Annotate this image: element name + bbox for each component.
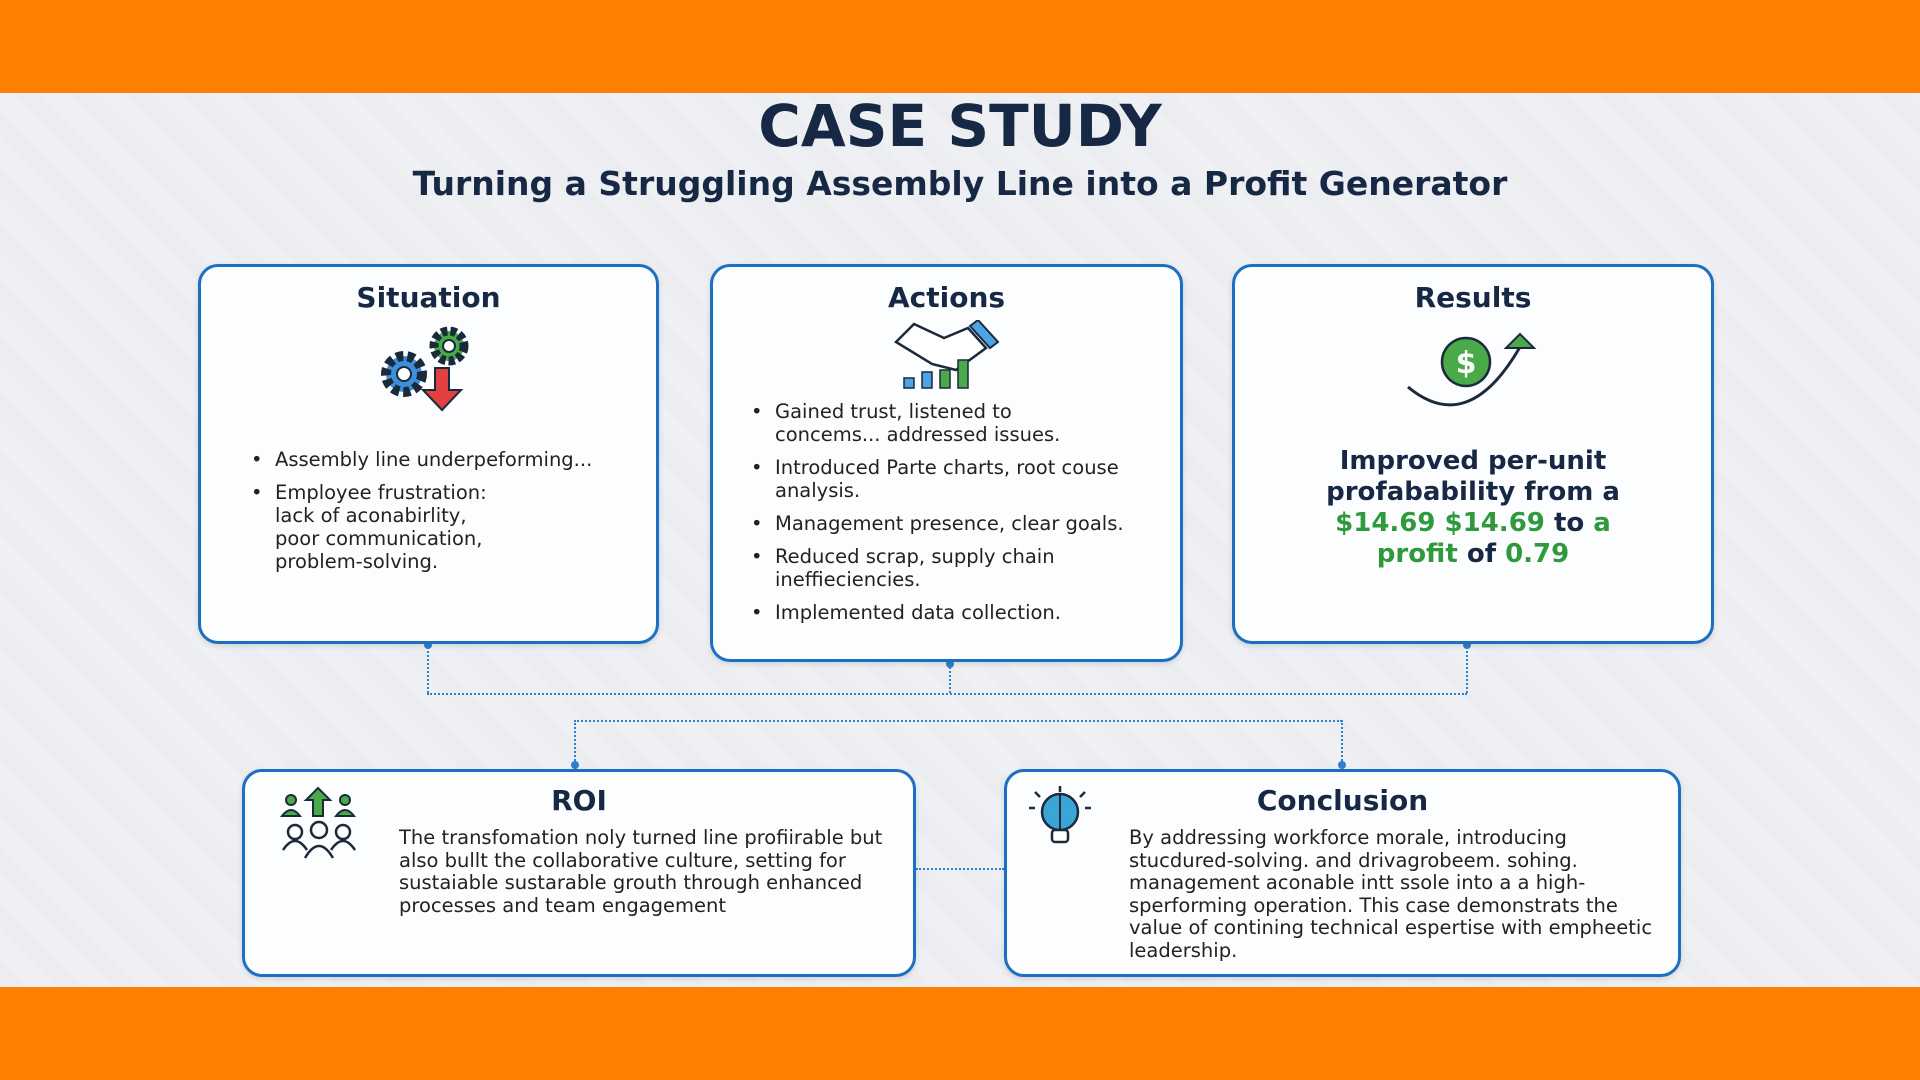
roi-card: ROI The transfomation noly turned line p…	[242, 769, 916, 977]
connector	[1341, 720, 1343, 769]
actions-bullet: Implemented data collection.	[745, 601, 1168, 624]
team-growth-icon	[279, 786, 357, 859]
actions-bullet: Gained trust, listened to concems... add…	[745, 400, 1075, 446]
dollar-growth-icon: $	[1407, 332, 1537, 407]
handshake-chart-icon	[893, 320, 999, 389]
top-banner	[0, 0, 1920, 93]
actions-bullet: Introduced Parte charts, root couse anal…	[745, 456, 1168, 502]
connector-dot	[1463, 641, 1471, 649]
actions-heading: Actions	[887, 281, 1006, 314]
svg-text:$: $	[1456, 346, 1477, 381]
conclusion-card: Conclusion By addressing workforce moral…	[1004, 769, 1681, 977]
situation-bullet: Assembly line underpeforming...	[245, 448, 656, 471]
results-card: Results $ Improved per-unit profababilit…	[1232, 264, 1714, 644]
results-of: of	[1466, 539, 1497, 569]
connector	[574, 720, 1342, 722]
connector	[574, 720, 576, 769]
connector-dot	[571, 761, 579, 769]
connector-dot	[1338, 761, 1346, 769]
roi-heading: ROI	[551, 784, 607, 817]
actions-card: Actions Gained trust, listened to concem…	[710, 264, 1183, 662]
results-amount-before: $14.69 $14.69	[1335, 508, 1545, 538]
connector	[916, 868, 1004, 870]
results-heading: Results	[1414, 281, 1532, 314]
page-subtitle: Turning a Struggling Assembly Line into …	[412, 164, 1508, 203]
connector	[427, 693, 1467, 695]
connector-dot	[424, 641, 432, 649]
results-text: Improved per-unit profabability from a	[1326, 446, 1620, 507]
results-profit: profit	[1376, 539, 1458, 569]
actions-bullet: Management presence, clear goals.	[745, 512, 1168, 535]
connector	[1466, 644, 1468, 693]
situation-bullet: Employee frustration: lack of aconabirli…	[245, 481, 505, 573]
results-amount-after: 0.79	[1505, 539, 1570, 569]
actions-bullet: Reduced scrap, supply chain ineffiecienc…	[745, 545, 1105, 591]
conclusion-text: By addressing workforce morale, introduc…	[1129, 826, 1653, 962]
page-title: CASE STUDY	[758, 92, 1162, 160]
connector-dot	[946, 660, 954, 668]
bottom-banner	[0, 987, 1920, 1080]
connector	[949, 662, 951, 693]
results-a: a	[1593, 508, 1611, 538]
roi-text: The transfomation noly turned line profi…	[399, 826, 883, 917]
brain-lightbulb-icon	[1029, 786, 1091, 844]
situation-card: Situation Assembly line underpeforming..…	[198, 264, 659, 644]
connector	[427, 644, 429, 693]
results-to: to	[1553, 508, 1585, 538]
situation-heading: Situation	[356, 281, 501, 314]
gears-down-arrow-icon	[380, 326, 468, 412]
conclusion-heading: Conclusion	[1256, 784, 1429, 817]
